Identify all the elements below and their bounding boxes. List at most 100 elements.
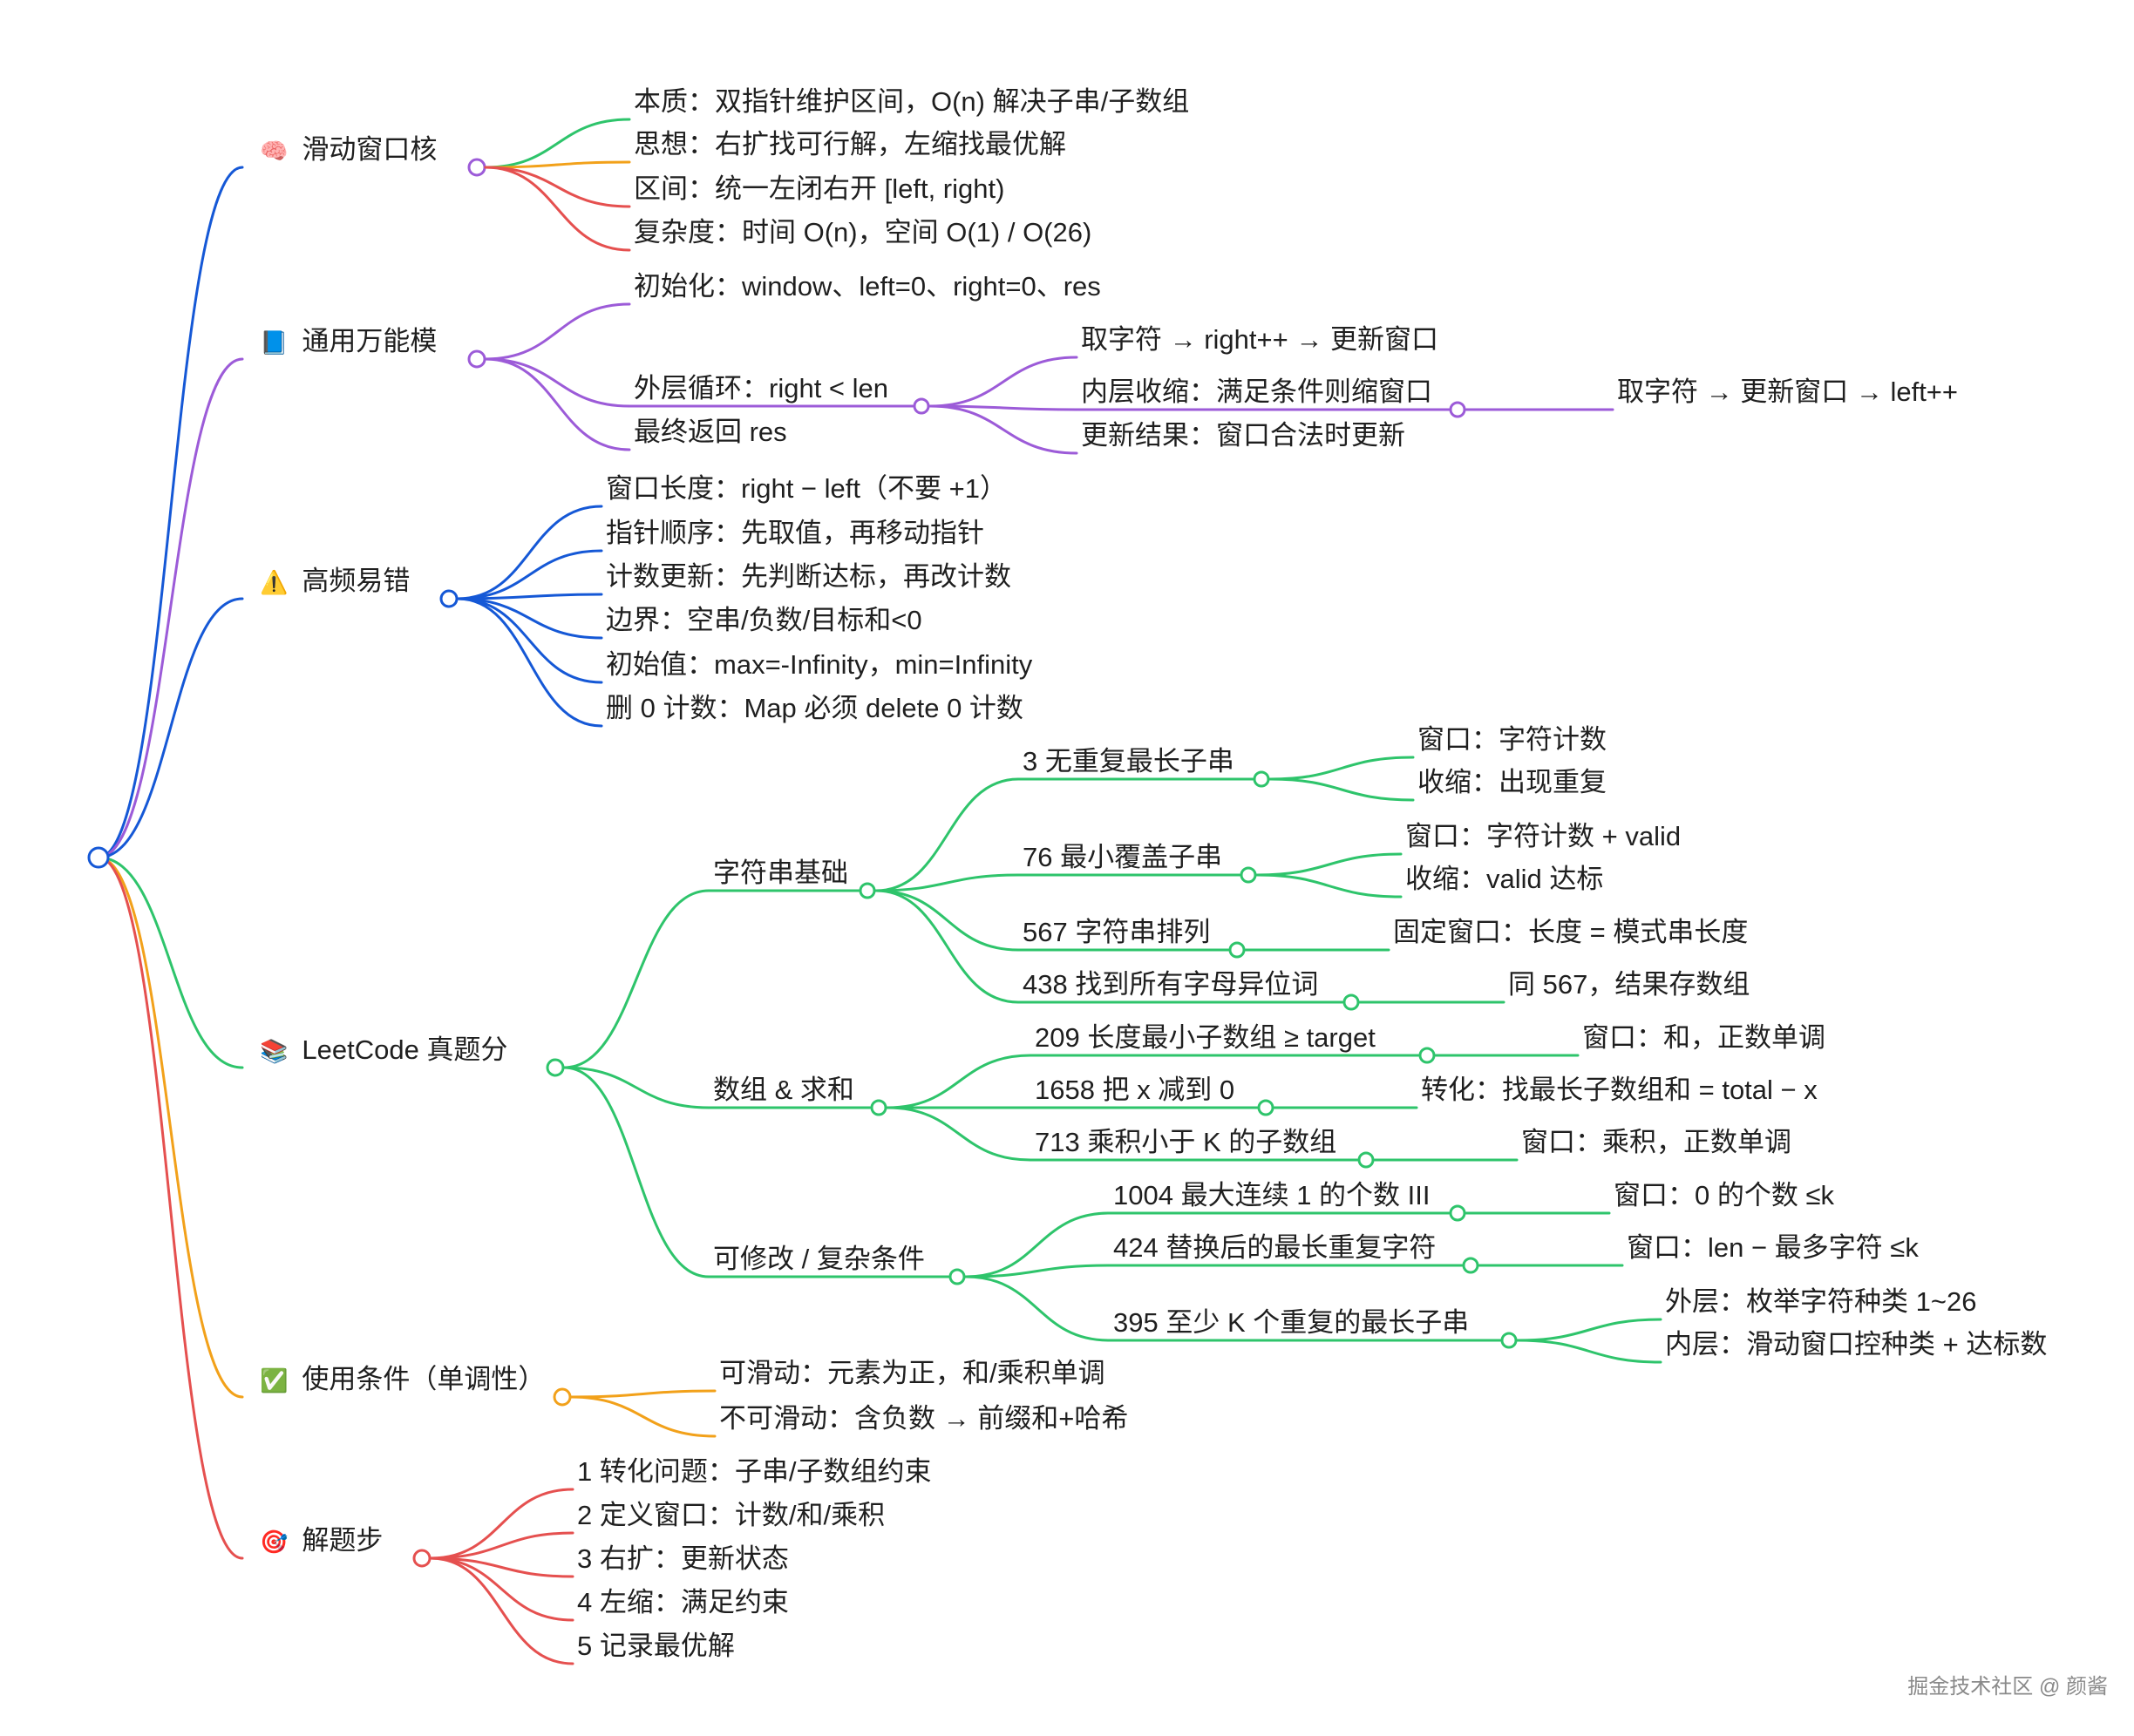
node-text: 76 最小覆盖子串 bbox=[1023, 842, 1223, 872]
node-o-n-o-1-o-26-1-3[interactable]: 复杂度：时间 O(n)，空间 O(1) / O(26) bbox=[634, 215, 1091, 250]
node-713-k-2-2[interactable]: 713 乘积小于 K 的子数组 bbox=[1035, 1125, 1336, 1160]
node-node-1-0[interactable]: 字符串基础 bbox=[713, 856, 848, 891]
node-text: 字符串基础 bbox=[713, 858, 848, 888]
node-424-2-1[interactable]: 424 替换后的最长重复字符 bbox=[1113, 1231, 1436, 1265]
node-len-k-3-0[interactable]: 窗口：len − 最多字符 ≤k bbox=[1627, 1231, 1919, 1265]
node-node-3-1[interactable]: 内层：滑动窗口控种类 + 达标数 bbox=[1665, 1327, 2047, 1362]
node-text: 395 至少 K 个重复的最长子串 bbox=[1113, 1307, 1470, 1338]
node-1-26-3-0[interactable]: 外层：枚举字符种类 1~26 bbox=[1665, 1285, 1976, 1319]
node-node-3-1[interactable]: 收缩：出现重复 bbox=[1417, 765, 1607, 800]
node-node-1-1[interactable]: 指针顺序：先取值，再移动指针 bbox=[606, 516, 984, 551]
node-text: 内层：滑动窗口控种类 + 达标数 bbox=[1665, 1329, 2048, 1360]
node-node-3-0[interactable]: 窗口：和，正数单调 bbox=[1582, 1021, 1825, 1055]
branch-2[interactable]: ⚠️高频易错 bbox=[260, 564, 410, 600]
branch-3[interactable]: 📚LeetCode 真题分 bbox=[260, 1033, 507, 1069]
branch-toggle-circle[interactable] bbox=[553, 1387, 572, 1407]
branch-toggle-circle[interactable] bbox=[546, 1058, 565, 1077]
node-395-k-2-2[interactable]: 395 至少 K 个重复的最长子串 bbox=[1113, 1305, 1469, 1340]
edge-node bbox=[562, 889, 710, 1069]
node-node-3-0[interactable]: 固定窗口：长度 = 模式串长度 bbox=[1393, 915, 1748, 950]
node-text: 窗口：len − 最多字符 ≤k bbox=[1627, 1232, 1919, 1263]
node-567-2-2[interactable]: 567 字符串排列 bbox=[1023, 915, 1210, 950]
branch-0[interactable]: 🧠滑动窗口核 bbox=[260, 132, 437, 169]
node-567-3-0[interactable]: 同 567，结果存数组 bbox=[1508, 967, 1750, 1002]
node-res-1-2[interactable]: 最终返回 res bbox=[634, 415, 787, 450]
node-o-n-1-0[interactable]: 本质：双指针维护区间，O(n) 解决子串/子数组 bbox=[634, 85, 1189, 119]
node-0-1-3[interactable]: 边界：空串/负数/目标和<0 bbox=[606, 603, 922, 638]
node-node-1-1[interactable]: 思想：右扩找可行解，左缩找最优解 bbox=[634, 127, 1066, 162]
toggle-circle[interactable] bbox=[1240, 866, 1257, 884]
node-1-1-0[interactable]: 1 转化问题：子串/子数组约束 bbox=[577, 1455, 931, 1489]
node-209-target-2-0[interactable]: 209 长度最小子数组 ≥ target bbox=[1035, 1021, 1376, 1055]
node-3-2-0[interactable]: 3 无重复最长子串 bbox=[1023, 744, 1234, 779]
branch-toggle-circle[interactable] bbox=[439, 589, 459, 608]
node-node-2-1[interactable]: 内层收缩：满足条件则缩窗口 bbox=[1081, 375, 1432, 410]
node-left-3-0[interactable]: 取字符 → 更新窗口 → left++ bbox=[1617, 375, 1958, 410]
edge-node bbox=[928, 404, 1078, 411]
node-node-3-0[interactable]: 窗口：字符计数 bbox=[1417, 722, 1607, 757]
node-text: 计数更新：先判断达标，再改计数 bbox=[606, 561, 1011, 592]
toggle-circle[interactable] bbox=[1342, 993, 1360, 1011]
node-2-1-1[interactable]: 2 定义窗口：计数/和/乘积 bbox=[577, 1498, 885, 1533]
node-valid-3-0[interactable]: 窗口：字符计数 + valid bbox=[1405, 819, 1681, 854]
node-left-right-1-2[interactable]: 区间：统一左闭右开 [left, right) bbox=[634, 172, 1004, 207]
branch-toggle-circle[interactable] bbox=[412, 1549, 432, 1568]
check-mark-icon: ✅ bbox=[260, 1368, 289, 1394]
node-valid-3-1[interactable]: 收缩：valid 达标 bbox=[1405, 862, 1603, 897]
node-node-1-2[interactable]: 计数更新：先判断达标，再改计数 bbox=[606, 559, 1011, 594]
branch-1[interactable]: 📘通用万能模 bbox=[260, 324, 437, 361]
node-text: 2 定义窗口：计数/和/乘积 bbox=[577, 1500, 886, 1530]
toggle-circle[interactable] bbox=[913, 397, 930, 415]
node-text: 初始值：max=-Infinity，min=Infinity bbox=[606, 649, 1033, 680]
node-4-1-3[interactable]: 4 左缩：满足约束 bbox=[577, 1585, 789, 1620]
edge-res bbox=[484, 357, 631, 451]
edge-node bbox=[562, 1066, 710, 1278]
node-text: 可修改 / 复杂条件 bbox=[713, 1244, 925, 1274]
edge-root-to-branch-3 bbox=[97, 856, 244, 1069]
toggle-circle[interactable] bbox=[1228, 941, 1246, 959]
node-5-1-4[interactable]: 5 记录最优解 bbox=[577, 1629, 735, 1664]
edge-o-n-o-1-o-26 bbox=[484, 166, 631, 252]
node-node-1-2[interactable]: 可修改 / 复杂条件 bbox=[713, 1242, 925, 1277]
node-right-left-1-1-0[interactable]: 窗口长度：right − left（不要 +1） bbox=[606, 471, 1007, 506]
toggle-circle[interactable] bbox=[1257, 1099, 1274, 1116]
node-node-2-2[interactable]: 更新结果：窗口合法时更新 bbox=[1081, 418, 1405, 453]
toggle-circle[interactable] bbox=[1357, 1151, 1375, 1169]
node-total-x-3-0[interactable]: 转化：找最长子数组和 = total − x bbox=[1421, 1073, 1818, 1108]
node-right-2-0[interactable]: 取字符 → right++ → 更新窗口 bbox=[1081, 322, 1438, 357]
toggle-circle[interactable] bbox=[1449, 1204, 1466, 1222]
node-node-3-0[interactable]: 窗口：乘积，正数单调 bbox=[1521, 1125, 1791, 1160]
toggle-circle[interactable] bbox=[1500, 1332, 1518, 1349]
toggle-circle[interactable] bbox=[1449, 401, 1466, 418]
edge-node bbox=[1268, 756, 1415, 781]
branch-toggle-circle[interactable] bbox=[467, 349, 486, 369]
node-node-1-1[interactable]: 不可滑动：含负数 → 前缀和+哈希 bbox=[719, 1401, 1128, 1436]
node-1658-x-0-2-1[interactable]: 1658 把 x 减到 0 bbox=[1035, 1073, 1234, 1108]
branch-toggle-circle[interactable] bbox=[467, 158, 486, 177]
branch-4[interactable]: ✅使用条件（单调性） bbox=[260, 1362, 545, 1399]
toggle-circle[interactable] bbox=[870, 1099, 887, 1116]
node-right-len-1-1[interactable]: 外层循环：right < len bbox=[634, 371, 888, 406]
node-text: 1 转化问题：子串/子数组约束 bbox=[577, 1456, 932, 1487]
node-0-k-3-0[interactable]: 窗口：0 的个数 ≤k bbox=[1614, 1178, 1834, 1213]
edge-node bbox=[484, 160, 631, 169]
root-node-circle[interactable] bbox=[87, 846, 110, 869]
edge-max-infinity-min-infinity bbox=[456, 597, 603, 684]
toggle-circle[interactable] bbox=[1418, 1047, 1436, 1064]
node-node-1-0[interactable]: 可滑动：元素为正，和/乘积单调 bbox=[719, 1356, 1105, 1391]
node-0-map-delete-0-1-5[interactable]: 删 0 计数：Map 必须 delete 0 计数 bbox=[606, 691, 1023, 726]
toggle-circle[interactable] bbox=[948, 1268, 966, 1285]
node-1004-1-iii-2-0[interactable]: 1004 最大连续 1 的个数 III bbox=[1113, 1178, 1431, 1213]
node-window-left-0-right-0-res-1-0[interactable]: 初始化：window、left=0、right=0、res bbox=[634, 269, 1101, 304]
node-node-1-1[interactable]: 数组 & 求和 bbox=[713, 1073, 854, 1108]
toggle-circle[interactable] bbox=[1253, 770, 1270, 788]
node-438-2-3[interactable]: 438 找到所有字母异位词 bbox=[1023, 967, 1318, 1002]
toggle-circle[interactable] bbox=[1462, 1257, 1479, 1274]
toggle-circle[interactable] bbox=[859, 882, 876, 899]
edge-1004-1-iii bbox=[964, 1211, 1111, 1278]
node-text: 初始化：window、left=0、right=0、res bbox=[634, 271, 1101, 302]
node-max-infinity-min-infinity-1-4[interactable]: 初始值：max=-Infinity，min=Infinity bbox=[606, 648, 1032, 682]
node-76-2-1[interactable]: 76 最小覆盖子串 bbox=[1023, 840, 1222, 875]
branch-5[interactable]: 🎯解题步 bbox=[260, 1523, 383, 1560]
node-3-1-2[interactable]: 3 右扩：更新状态 bbox=[577, 1542, 789, 1577]
